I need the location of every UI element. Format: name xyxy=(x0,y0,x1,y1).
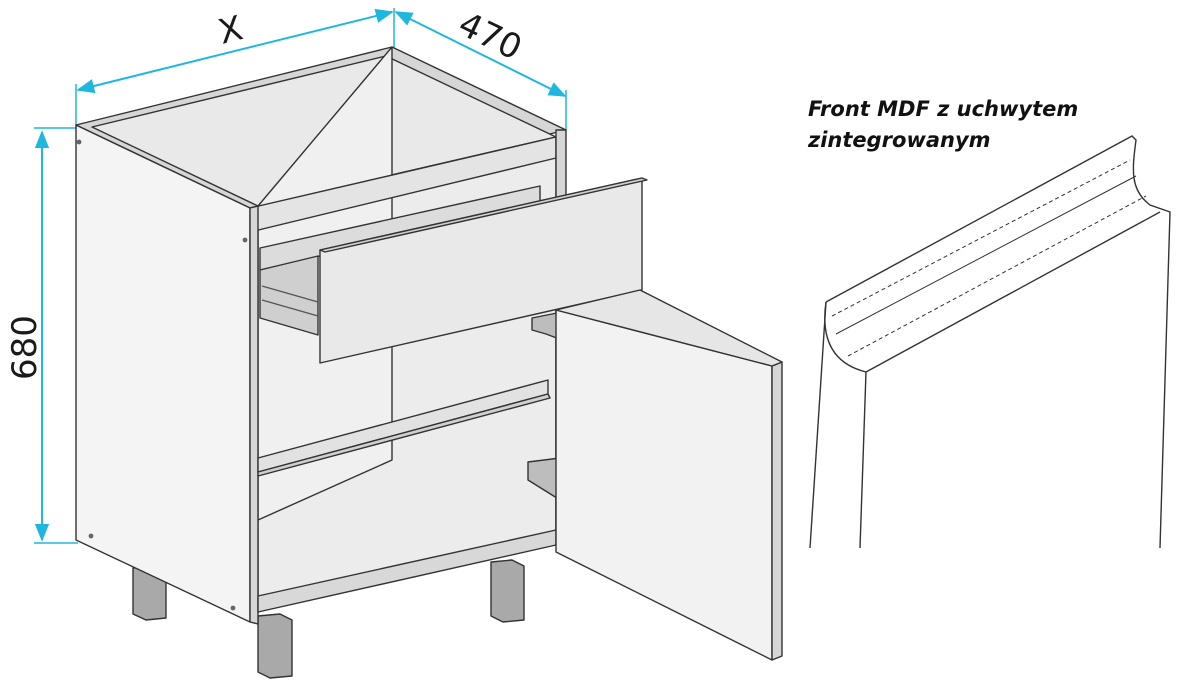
cabinet-screws xyxy=(76,139,248,611)
front-caption-line2: zintegrowanym xyxy=(808,128,991,152)
dimension-height-label: 680 xyxy=(5,315,45,380)
dimension-height: 680 xyxy=(5,127,78,544)
cabinet-door xyxy=(555,309,773,661)
front-caption: Front MDF z uchwytem zintegrowanym xyxy=(808,94,1138,156)
cabinet-left-side xyxy=(75,124,251,623)
cabinet xyxy=(75,46,783,679)
dimension-width-label: X xyxy=(215,8,247,52)
cabinet-legs xyxy=(132,559,525,679)
front-caption-line1: Front MDF z uchwytem xyxy=(808,97,1079,121)
mdf-front-profile xyxy=(809,135,1171,549)
